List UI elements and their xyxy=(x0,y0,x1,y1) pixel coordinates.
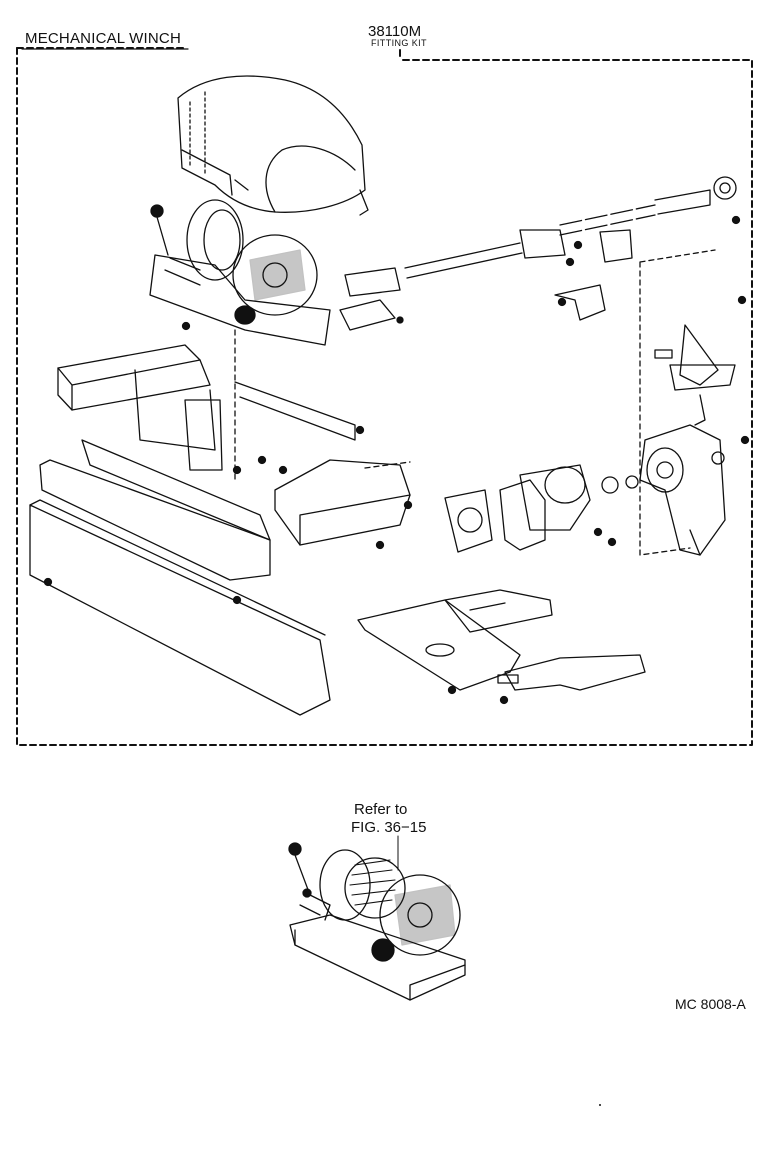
transfer-assembly xyxy=(639,324,736,556)
kit-boundary xyxy=(16,47,753,746)
skid-plates xyxy=(357,589,646,691)
mounting-frame xyxy=(29,344,411,716)
winch-assembly xyxy=(149,199,331,346)
part-number: 38110M xyxy=(368,23,422,40)
winch-cover xyxy=(177,75,369,216)
propeller-shaft xyxy=(339,176,737,331)
reference-winch xyxy=(288,835,466,1001)
pump-housing xyxy=(444,464,639,553)
speck xyxy=(599,1104,601,1106)
reference-note-line1: Refer to xyxy=(354,801,408,818)
fasteners xyxy=(43,215,750,705)
part-name: FITTING KIT xyxy=(371,38,427,48)
diagram-title: MECHANICAL WINCH xyxy=(25,30,181,47)
illustration-code: MC 8008-A xyxy=(675,996,746,1012)
reference-note-line2: FIG. 36−15 xyxy=(351,819,427,836)
alignment-lines xyxy=(234,249,716,556)
